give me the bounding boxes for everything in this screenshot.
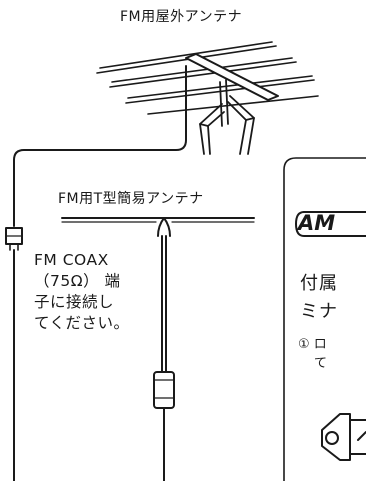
coax-connection-note: FM COAX （75Ω） 端 子に接続し てください。 (34, 250, 154, 334)
outdoor-antenna-drawing (5, 41, 319, 481)
am-section-text-line1: 付属 (300, 273, 338, 294)
coax-note-line: FM COAX (34, 251, 109, 269)
t-antenna-drawing (61, 217, 255, 481)
coax-note-line: （75Ω） 端 (34, 272, 121, 290)
am-step-1: ① ロ (298, 333, 327, 352)
am-step-1-continued: て (314, 356, 328, 371)
am-section-badge: AM (298, 211, 336, 235)
am-section-text-line2: ミナ (300, 301, 338, 322)
coax-note-line: てください。 (34, 314, 130, 332)
outdoor-antenna-title: FM用屋外アンテナ (120, 9, 243, 25)
step-text: ロ (313, 337, 327, 352)
coax-note-line: 子に接続し (34, 293, 115, 311)
step-number: ① (298, 337, 310, 352)
am-section-frame (283, 157, 366, 481)
t-antenna-title: FM用T型簡易アンテナ (58, 191, 204, 207)
